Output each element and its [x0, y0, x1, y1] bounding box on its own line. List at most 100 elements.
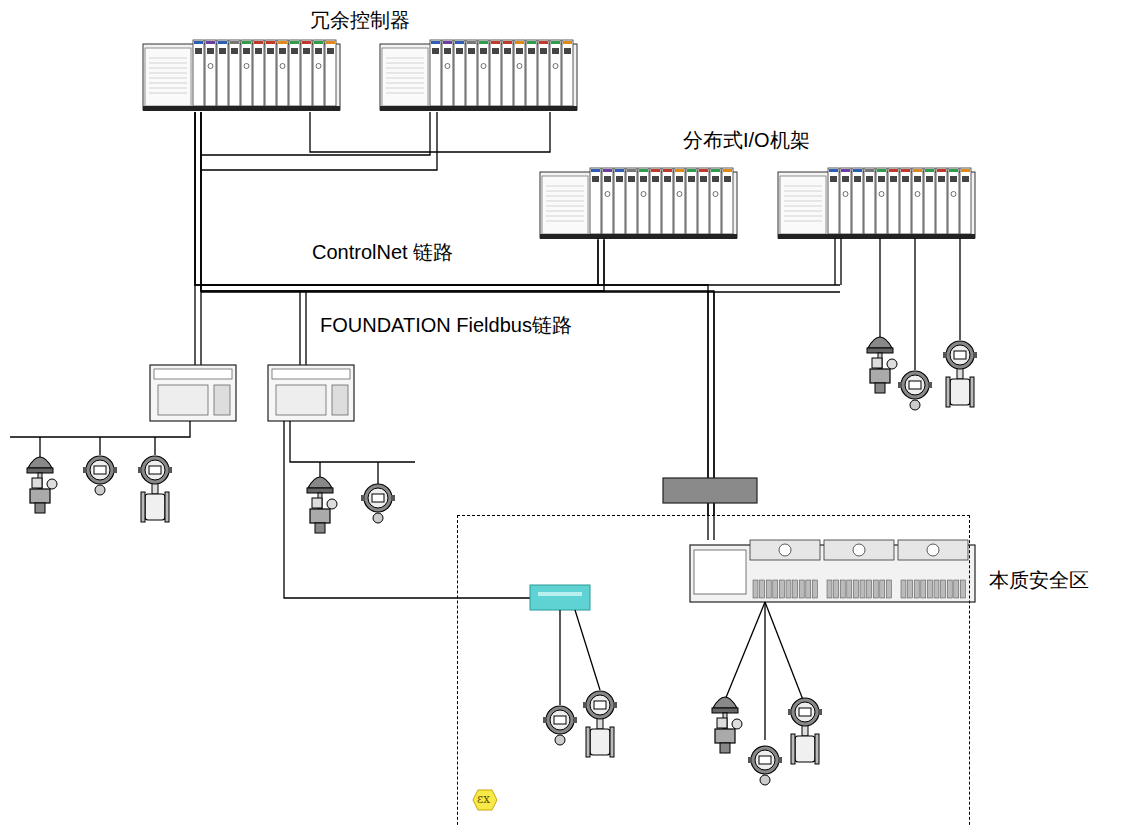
- shape: [86, 456, 114, 484]
- shape: [909, 381, 921, 389]
- shape: [961, 169, 970, 172]
- wire: [546, 216, 584, 217]
- shape: [713, 192, 718, 197]
- shape: [951, 192, 956, 197]
- shape: [753, 580, 758, 598]
- shape: [626, 168, 637, 234]
- wire: [299, 292, 300, 365]
- shape: [927, 544, 939, 556]
- shape: [887, 359, 897, 369]
- shape: [230, 41, 239, 44]
- shape: [853, 169, 862, 172]
- shape: [562, 40, 573, 106]
- shape: [95, 485, 105, 495]
- wire: [784, 196, 822, 197]
- shape: [291, 48, 298, 54]
- shape: [528, 48, 535, 54]
- shape: [780, 176, 826, 234]
- shape: [793, 580, 798, 598]
- shape: [47, 479, 57, 489]
- shape: [315, 523, 325, 533]
- shape: [149, 466, 161, 474]
- wire: [546, 206, 584, 207]
- shape: [867, 580, 872, 598]
- transmitter-icon: [748, 746, 782, 785]
- controlnet-link: [195, 112, 604, 291]
- wire: [725, 602, 765, 700]
- shape: [876, 168, 887, 234]
- shape: [28, 457, 52, 468]
- shape: [713, 697, 737, 708]
- shape: [723, 169, 732, 172]
- shape: [480, 48, 487, 54]
- shape: [455, 41, 464, 44]
- shape: [970, 377, 974, 407]
- wire: [149, 78, 187, 79]
- shape: [30, 489, 50, 503]
- wire: [559, 610, 560, 705]
- shape: [866, 176, 873, 182]
- shape: [539, 41, 548, 44]
- control-valve-icon: [867, 337, 897, 393]
- shape: [468, 48, 475, 54]
- shape: [154, 369, 232, 379]
- wire: [914, 238, 915, 370]
- shape: [551, 41, 560, 44]
- shape: [873, 580, 878, 598]
- shape: [699, 169, 708, 172]
- shape: [516, 48, 523, 54]
- shape: [613, 702, 617, 708]
- shape: [815, 734, 819, 764]
- shape: [540, 48, 547, 54]
- shape: [616, 176, 623, 182]
- shape: [150, 365, 236, 421]
- shape: [927, 580, 932, 598]
- shape: [443, 41, 452, 44]
- shape: [590, 168, 601, 234]
- shape: [941, 580, 946, 598]
- link-line: [201, 112, 714, 515]
- shape: [914, 580, 919, 598]
- shape: [361, 495, 365, 501]
- shape: [514, 40, 525, 106]
- shape: [791, 698, 819, 726]
- link-label: FOUNDATION Fieldbus链路: [320, 313, 572, 337]
- shape: [901, 580, 906, 598]
- shape: [724, 176, 731, 182]
- shape: [158, 385, 208, 415]
- link-line: [195, 112, 708, 515]
- wire: [546, 201, 584, 202]
- wire: [834, 238, 835, 285]
- shape: [905, 375, 925, 395]
- shape: [32, 478, 42, 488]
- shape: [594, 701, 606, 709]
- shape: [880, 580, 885, 598]
- shape: [205, 40, 216, 106]
- shape: [229, 40, 240, 106]
- shape: [875, 383, 885, 393]
- shape: [889, 169, 898, 172]
- shape: [546, 706, 574, 734]
- transmitter-icon: [788, 698, 822, 764]
- shape: [583, 702, 587, 708]
- transmitter-icon: [583, 691, 617, 757]
- shape: [898, 382, 902, 388]
- shape: [479, 41, 488, 44]
- shape: [254, 41, 263, 44]
- controlnet-link: [195, 112, 714, 515]
- shape: [27, 468, 53, 473]
- link-line: [195, 112, 598, 285]
- shape: [676, 176, 683, 182]
- shape: [948, 168, 959, 234]
- shape: [760, 775, 770, 785]
- shape: [364, 484, 392, 512]
- wire: [713, 503, 714, 540]
- shape: [168, 467, 172, 473]
- shape: [602, 168, 613, 234]
- shape: [314, 41, 323, 44]
- shape: [563, 41, 572, 44]
- wire: [201, 112, 437, 170]
- shape: [674, 168, 685, 234]
- wire: [386, 78, 424, 79]
